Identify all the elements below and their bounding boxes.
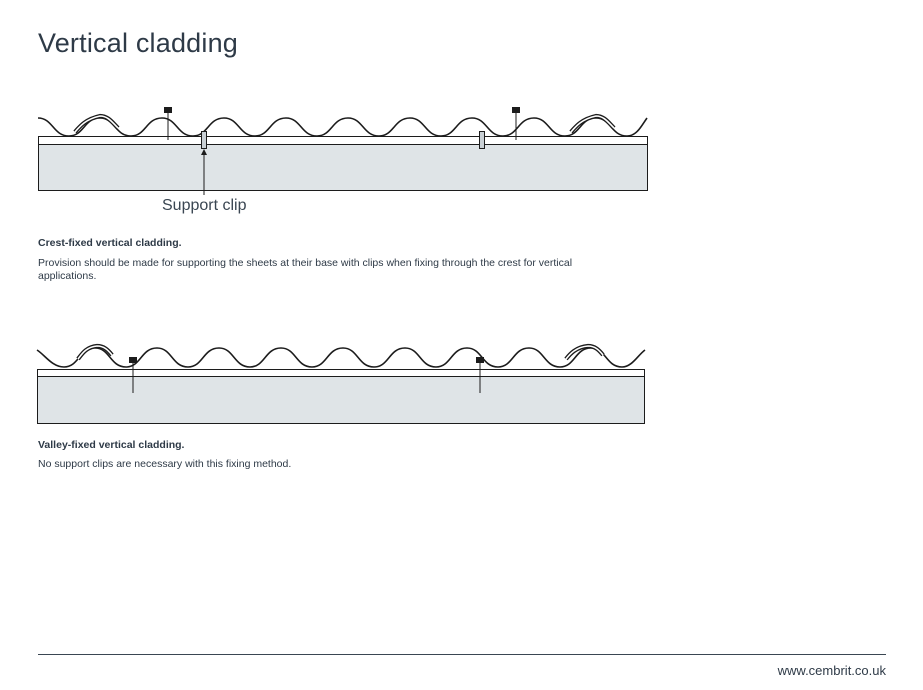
footer-website-link[interactable]: www.cembrit.co.uk xyxy=(777,663,886,678)
valley-fixed-caption-body: No support clips are necessary with this… xyxy=(38,458,292,470)
valley-fastener-left xyxy=(129,357,137,393)
wall-panel xyxy=(38,144,648,191)
sheet-overlap-right-inner xyxy=(570,115,615,133)
crest-fixed-caption-body: Provision should be made for supporting … xyxy=(38,257,573,282)
callout-arrowhead xyxy=(201,149,207,155)
valley-fixed-diagram xyxy=(36,343,646,424)
valley-fastener-right xyxy=(476,357,484,393)
page-title: Vertical cladding xyxy=(38,28,239,58)
sheet-overlap-left-inner xyxy=(77,345,113,360)
wall-panel xyxy=(37,376,645,424)
footer-divider xyxy=(38,654,886,655)
support-rail xyxy=(38,136,648,145)
sheet-overlap-right-inner xyxy=(565,345,604,360)
valley-fixed-caption-title: Valley-fixed vertical cladding. xyxy=(38,439,185,451)
support-clip-left xyxy=(201,131,207,149)
support-clip-label: Support clip xyxy=(162,197,247,214)
sheet-overlap-left-inner xyxy=(74,115,119,133)
crest-fastener-left xyxy=(164,107,172,140)
crest-fastener-right xyxy=(512,107,520,140)
crest-fixed-caption-title: Crest-fixed vertical cladding. xyxy=(38,237,182,249)
crest-fixed-diagram xyxy=(37,107,648,195)
corrugated-sheet xyxy=(37,117,648,137)
corrugated-sheet xyxy=(36,347,646,368)
support-rail xyxy=(37,369,645,377)
support-clip-right xyxy=(479,131,485,149)
